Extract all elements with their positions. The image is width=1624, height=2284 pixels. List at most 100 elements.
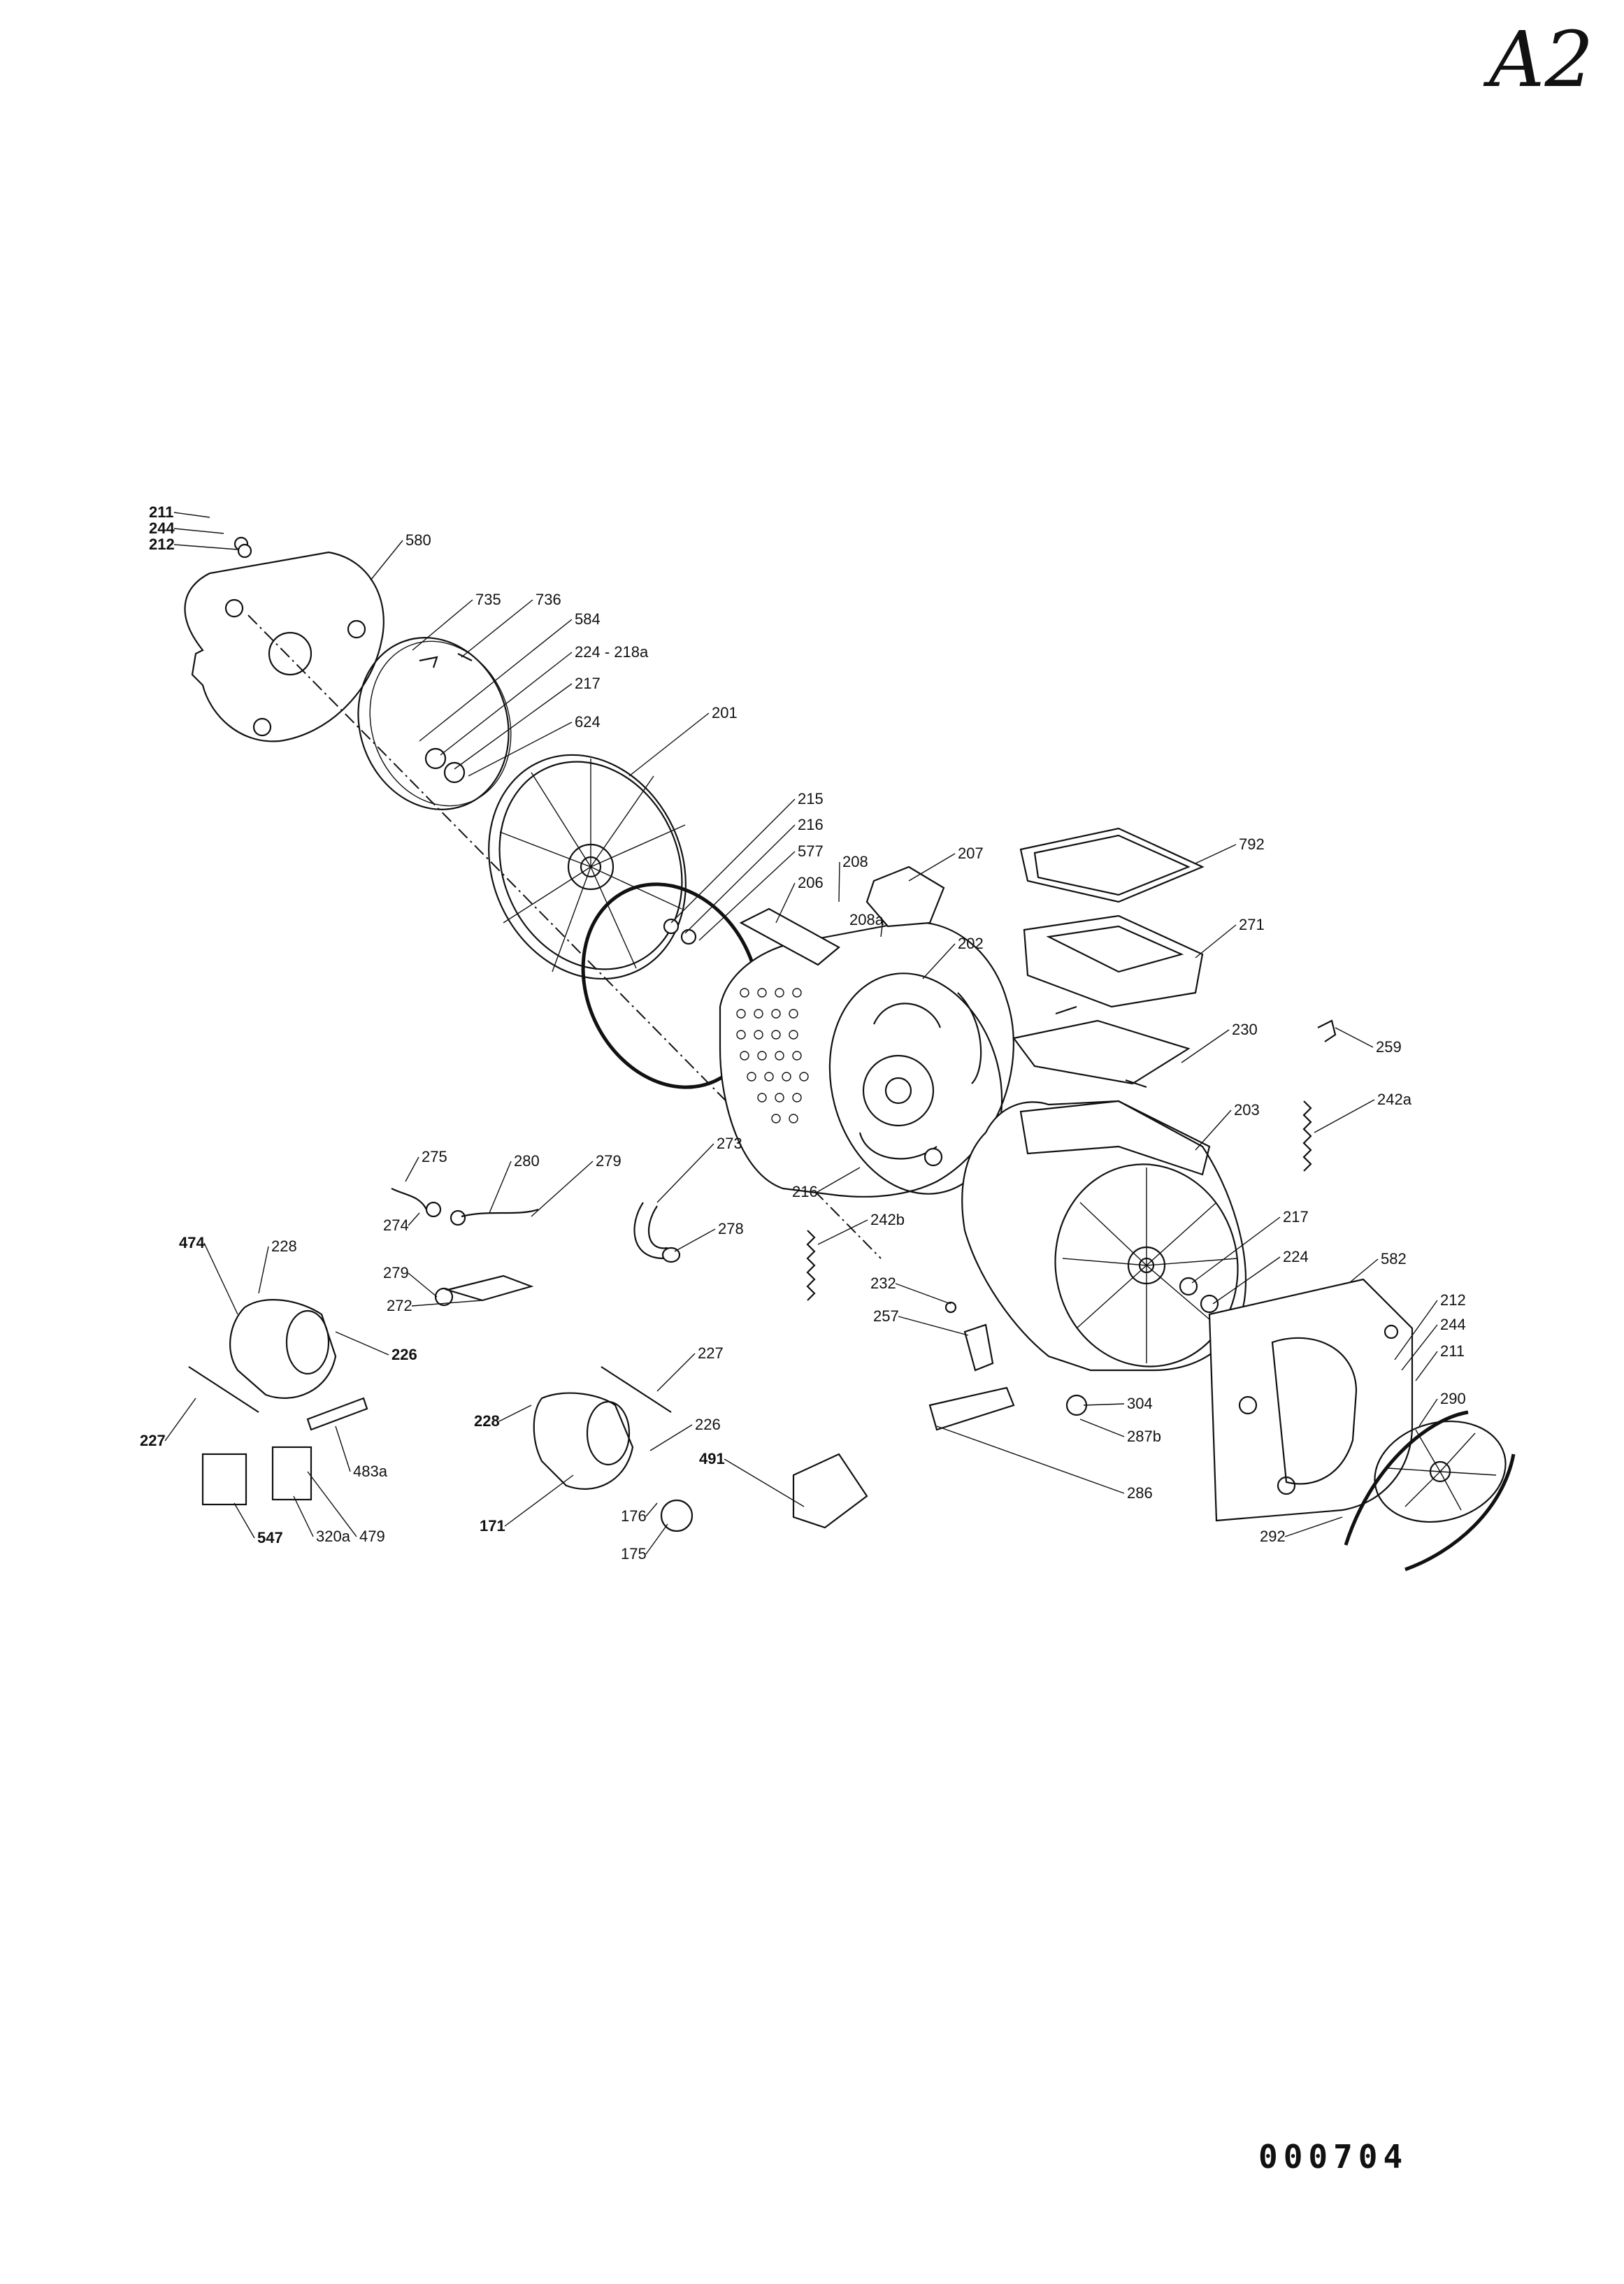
part-drum xyxy=(719,921,1014,1198)
leader-line-257 xyxy=(898,1316,969,1336)
callout-226-mid: 226 xyxy=(695,1416,721,1433)
callout-279-top: 279 xyxy=(596,1152,621,1170)
leader-line-736 xyxy=(461,599,533,658)
callout-244-right: 244 xyxy=(1440,1316,1466,1333)
part-hoses xyxy=(391,1188,681,1307)
part-tub xyxy=(961,1100,1247,1372)
part-bracket xyxy=(1208,1278,1414,1522)
callout-292: 292 xyxy=(1260,1528,1286,1545)
callout-242b: 242b xyxy=(870,1211,905,1228)
leader-line-211-top xyxy=(173,512,210,518)
part-rear-cover xyxy=(184,551,882,1259)
leader-line-171 xyxy=(504,1474,574,1527)
leader-line-577 xyxy=(698,851,796,941)
callout-230: 230 xyxy=(1232,1021,1258,1038)
leader-line-176 xyxy=(645,1502,658,1517)
callout-228-mid: 228 xyxy=(474,1412,500,1430)
callout-215: 215 xyxy=(798,790,824,807)
leader-line-271 xyxy=(1195,924,1237,958)
leader-line-292 xyxy=(1284,1516,1343,1537)
leader-line-206 xyxy=(775,882,796,924)
callout-217-top: 217 xyxy=(575,675,601,692)
leader-line-217-mid xyxy=(1191,1216,1281,1284)
callout-227-mid: 227 xyxy=(698,1344,724,1362)
callout-216-mid: 216 xyxy=(792,1183,818,1200)
callout-483a: 483a xyxy=(353,1463,388,1480)
callout-208: 208 xyxy=(842,853,868,870)
leader-line-224-218a xyxy=(440,652,573,756)
leader-line-280 xyxy=(489,1161,512,1214)
callout-224-mid: 224 xyxy=(1283,1248,1309,1265)
leader-line-212-top xyxy=(173,544,238,550)
callout-304: 304 xyxy=(1127,1395,1153,1412)
leader-line-232 xyxy=(895,1283,951,1305)
callout-257: 257 xyxy=(873,1307,899,1325)
leader-line-244-right xyxy=(1401,1324,1438,1371)
callout-320a: 320a xyxy=(316,1528,351,1545)
callout-206: 206 xyxy=(798,874,824,891)
leader-line-227-left xyxy=(164,1398,196,1442)
leader-line-580 xyxy=(370,540,403,581)
callout-286: 286 xyxy=(1127,1484,1153,1502)
callout-280: 280 xyxy=(514,1152,540,1170)
callout-582: 582 xyxy=(1381,1250,1407,1267)
leader-line-242a xyxy=(1314,1099,1375,1133)
callout-211-right: 211 xyxy=(1440,1342,1465,1360)
leader-line-208a xyxy=(880,919,884,938)
leader-line-224-mid xyxy=(1212,1256,1281,1305)
leader-line-582 xyxy=(1349,1258,1379,1284)
leader-line-272 xyxy=(411,1300,483,1307)
leader-line-286 xyxy=(936,1425,1125,1494)
callout-171: 171 xyxy=(480,1517,505,1535)
leader-line-203 xyxy=(1195,1109,1232,1151)
leader-line-287b xyxy=(1079,1418,1125,1437)
callout-479: 479 xyxy=(359,1528,385,1545)
callout-232: 232 xyxy=(870,1274,896,1292)
callout-278: 278 xyxy=(718,1220,744,1237)
leader-line-175 xyxy=(645,1523,668,1555)
leader-line-491 xyxy=(724,1458,805,1507)
callout-211-top: 211 xyxy=(149,503,174,521)
callout-259: 259 xyxy=(1376,1038,1402,1056)
leader-line-217-top xyxy=(454,683,573,770)
callout-736: 736 xyxy=(536,591,561,608)
leader-line-202 xyxy=(922,943,956,979)
part-hardware xyxy=(188,1301,1088,1529)
leader-line-479 xyxy=(307,1471,357,1537)
leader-line-230 xyxy=(1181,1029,1230,1063)
leader-line-474 xyxy=(203,1242,238,1315)
leader-line-201 xyxy=(628,712,710,777)
callout-474: 474 xyxy=(179,1234,205,1251)
callout-226-left: 226 xyxy=(391,1346,417,1363)
callout-244-top: 244 xyxy=(149,519,175,537)
callout-202: 202 xyxy=(958,935,984,952)
callout-287b: 287b xyxy=(1127,1428,1161,1445)
part-motors xyxy=(229,1299,694,1532)
leader-line-735 xyxy=(412,599,473,651)
leader-line-226-left xyxy=(335,1331,389,1356)
callout-176: 176 xyxy=(621,1507,647,1525)
leader-line-483a xyxy=(335,1425,351,1472)
callout-175: 175 xyxy=(621,1545,647,1563)
leader-line-226-mid xyxy=(649,1424,693,1451)
leader-line-278 xyxy=(674,1228,716,1252)
part-frame xyxy=(1019,827,1205,903)
leader-line-792 xyxy=(1195,844,1237,864)
leader-line-207 xyxy=(908,853,956,882)
leader-line-275 xyxy=(405,1156,419,1182)
leader-line-290 xyxy=(1418,1398,1438,1427)
part-pulley xyxy=(1344,1410,1516,1572)
leader-line-320a xyxy=(293,1495,314,1537)
leader-line-242b xyxy=(817,1219,868,1245)
part-seal-ring xyxy=(357,637,512,810)
leader-line-215 xyxy=(670,798,796,924)
sheet-corner-mark: A2 xyxy=(1489,15,1594,104)
leader-line-208 xyxy=(838,861,840,903)
callout-201: 201 xyxy=(712,704,738,721)
callout-792: 792 xyxy=(1239,835,1265,853)
leader-line-279-low xyxy=(408,1272,438,1298)
leader-line-259 xyxy=(1335,1027,1374,1048)
